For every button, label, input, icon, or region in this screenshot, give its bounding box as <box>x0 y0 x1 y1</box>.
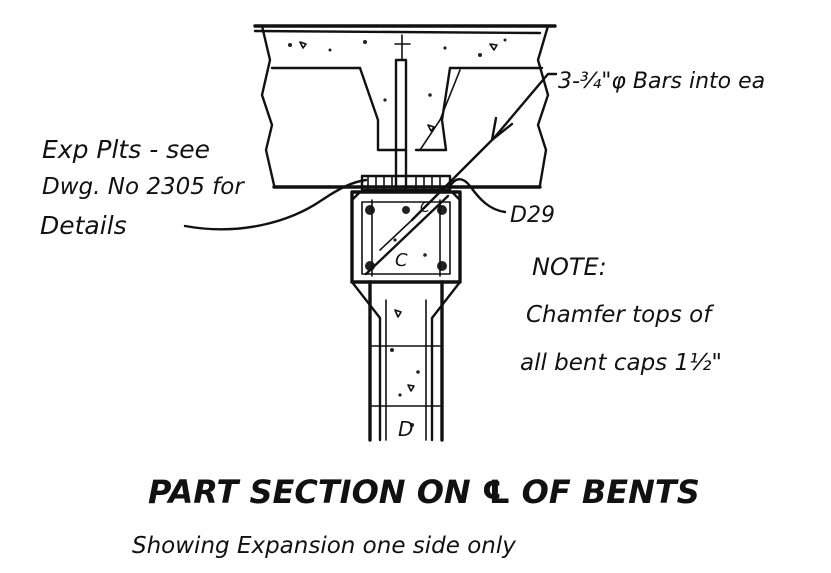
note-line-1: Chamfer tops of <box>526 302 714 328</box>
exp-plts-line-1: Exp Plts - see <box>42 135 210 164</box>
deck-slab <box>253 24 557 192</box>
cap-center-letter: C <box>395 250 408 271</box>
bar-mark-d29: D29 <box>510 203 555 228</box>
note-heading: NOTE: <box>532 253 607 281</box>
note-line-2: all bent caps 1½" <box>520 350 722 376</box>
bent-cap <box>350 190 462 284</box>
column <box>350 280 462 442</box>
leaders <box>183 72 558 231</box>
exp-plts-line-2: Dwg. No 2305 for <box>42 174 245 200</box>
drawing-subtitle: Showing Expansion one side only <box>132 533 516 559</box>
note-block: NOTE: Chamfer tops of all bent caps 1½" <box>520 253 722 376</box>
drawing-title: PART SECTION ON ℄ OF BENTS <box>148 473 700 511</box>
annotation-exp-plts: Exp Plts - see Dwg. No 2305 for Details <box>40 135 245 240</box>
bars-annotation: 3-¾"φ Bars into ea <box>558 69 765 94</box>
title-block: PART SECTION ON ℄ OF BENTS Showing Expan… <box>132 473 700 559</box>
exp-plts-line-3: Details <box>40 211 127 240</box>
column-section-letter: D <box>398 417 413 441</box>
